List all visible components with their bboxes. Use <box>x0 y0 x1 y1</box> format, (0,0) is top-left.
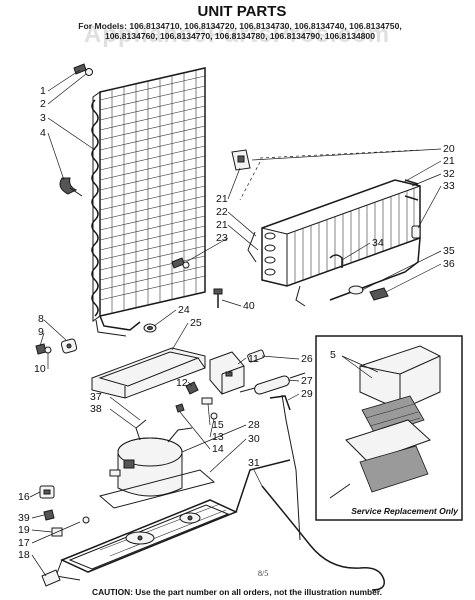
inset-callout-5: 5 <box>330 349 336 361</box>
page-reference: 8/5 <box>258 569 268 578</box>
clip-part-34 <box>329 254 343 268</box>
relay-part-11 <box>209 351 245 395</box>
condenser-coil <box>91 67 206 337</box>
screw-part-40 <box>213 288 223 308</box>
callout-19: 19 <box>18 524 30 536</box>
callout-35: 35 <box>443 245 455 257</box>
callout-36: 36 <box>443 258 455 270</box>
leader-lines-right <box>185 148 442 307</box>
base-frame <box>55 459 291 581</box>
models-line-1: For Models: 106.8134710, 106.8134720, 10… <box>78 21 401 31</box>
callout-29: 29 <box>301 388 313 400</box>
callout-12: 12 <box>176 377 188 389</box>
drier-part-27 <box>239 372 306 395</box>
callout-23: 23 <box>216 232 228 244</box>
callout-30: 30 <box>248 433 260 445</box>
small-parts-12-15 <box>175 381 218 420</box>
tube-to-inset <box>281 394 301 541</box>
callout-38: 38 <box>90 403 102 415</box>
callout-18: 18 <box>18 549 30 561</box>
leader-lines-28-31 <box>181 424 263 487</box>
fittings-32-33 <box>404 179 421 239</box>
service-replacement-inset: 5 Service Replacement Only <box>315 335 463 521</box>
callout-33: 33 <box>443 180 455 192</box>
callout-17: 17 <box>18 537 30 549</box>
callout-22: 22 <box>216 206 228 218</box>
parts-39-19-17-18 <box>41 509 90 587</box>
callout-20: 20 <box>443 143 455 155</box>
callout-11: 11 <box>248 353 259 365</box>
watermark: AppliancePartsPros.com <box>84 21 390 48</box>
callout-14: 14 <box>212 443 224 455</box>
models-line-2: 106.8134760, 106.8134770, 106.8134780, 1… <box>105 31 375 41</box>
caution-note: CAUTION: Use the part number on all orde… <box>92 587 382 597</box>
clip-part-4 <box>59 177 83 197</box>
callout-21b: 21 <box>216 193 228 205</box>
callout-4: 4 <box>40 127 46 139</box>
callout-24: 24 <box>178 304 190 316</box>
screw-part-23 <box>171 257 190 269</box>
callout-21a: 21 <box>443 155 455 167</box>
callout-32: 32 <box>443 168 455 180</box>
leader-16 <box>29 491 41 498</box>
callout-10: 10 <box>34 363 46 375</box>
callout-3: 3 <box>40 112 46 124</box>
callout-8: 8 <box>38 313 44 325</box>
inset-label: Service Replacement Only <box>351 506 459 516</box>
evaporator-unit <box>247 179 421 307</box>
callout-9: 9 <box>38 326 44 338</box>
parts-8-9-10 <box>35 338 78 355</box>
callout-28: 28 <box>248 419 260 431</box>
callout-34: 34 <box>372 237 384 249</box>
parts-35-36 <box>348 285 389 301</box>
callout-25: 25 <box>190 317 202 329</box>
grommet-part-24 <box>143 323 157 333</box>
leader-lines-middle <box>109 309 300 450</box>
callout-16: 16 <box>18 491 30 503</box>
dashed-guides <box>239 149 421 201</box>
callout-21c: 21 <box>216 219 228 231</box>
callout-2: 2 <box>40 98 46 110</box>
capacitor-part-26 <box>247 349 265 363</box>
callout-31: 31 <box>248 457 260 469</box>
leader-lines-bottom-left <box>31 514 81 577</box>
part-16 <box>39 485 55 499</box>
callout-37: 37 <box>90 391 102 403</box>
callout-27: 27 <box>301 375 313 387</box>
inset-leader-b <box>341 355 379 373</box>
inset-leader-a <box>341 355 373 379</box>
callout-40: 40 <box>243 300 255 312</box>
page-title: UNIT PARTS <box>198 3 287 20</box>
callout-26: 26 <box>301 353 313 365</box>
leader-lines-top-left <box>47 69 96 181</box>
bracket-part-20 <box>231 149 251 171</box>
callout-1: 1 <box>40 85 46 97</box>
callout-39: 39 <box>18 512 30 524</box>
long-tube-part-31 <box>261 485 385 591</box>
tube-part-29 <box>269 395 291 411</box>
callout-15: 15 <box>212 419 224 431</box>
leader-lines-left-mid <box>39 319 67 369</box>
drain-pan <box>91 347 206 399</box>
screw-part-1 <box>73 63 93 76</box>
